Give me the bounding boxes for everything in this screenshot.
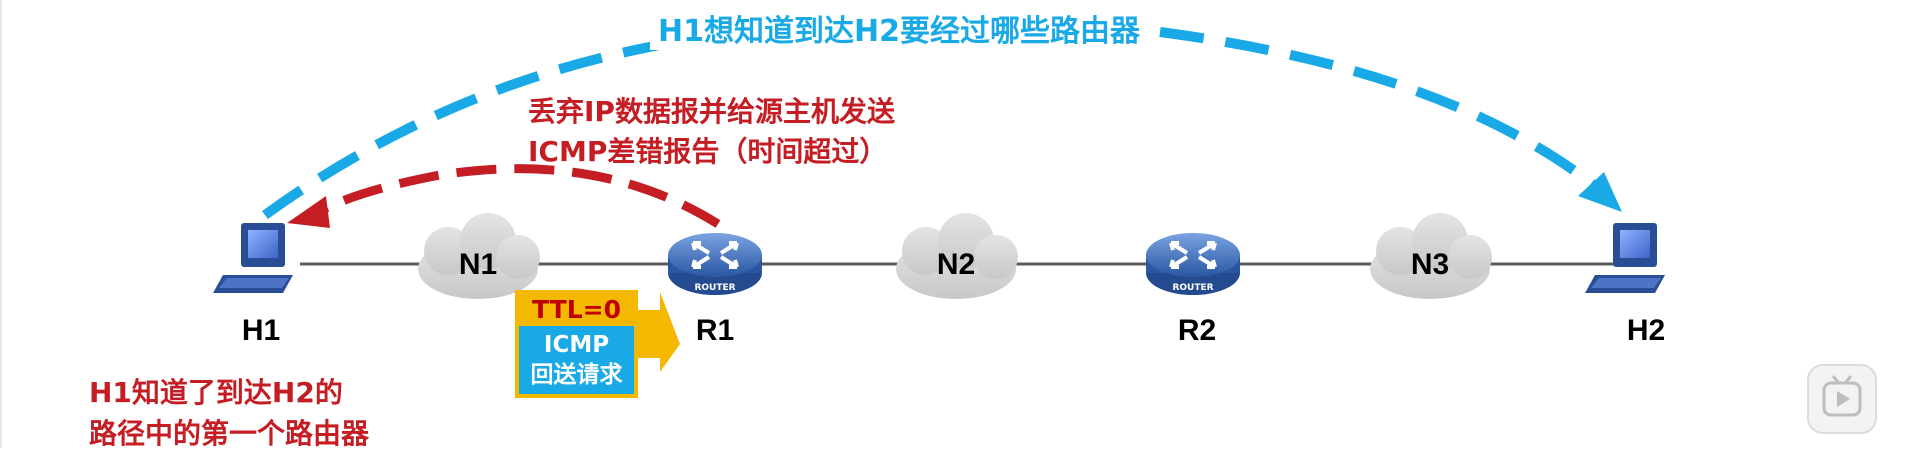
path-query-arc-right <box>1159 27 1604 194</box>
play-button[interactable] <box>1807 364 1877 434</box>
network-cloud-n3 <box>1370 213 1492 299</box>
router-r2-badge: ROUTER <box>1172 283 1213 293</box>
conclusion-note-line2: 路径中的第一个路由器 <box>89 417 370 450</box>
left-edge-line <box>0 0 2 448</box>
router-icon-r1: ROUTER <box>668 233 762 295</box>
network-cloud-n2 <box>896 213 1018 299</box>
diagram-title: H1想知道到达H2要经过哪些路由器 <box>650 6 1148 50</box>
error-report-note: 丢弃IP数据报并给源主机发送 ICMP差错报告（时间超过） <box>528 92 895 172</box>
error-report-arrowhead <box>287 196 330 228</box>
error-report-arc <box>315 164 721 228</box>
conclusion-note-line1: H1知道了到达H2的 <box>89 376 343 409</box>
host-label-h1: H1 <box>242 314 280 347</box>
host-label-h2: H2 <box>1627 314 1665 347</box>
conclusion-note: H1知道了到达H2的 路径中的第一个路由器 <box>89 372 369 454</box>
router-r1-badge: ROUTER <box>694 283 735 293</box>
host-computer-icon-h1 <box>213 223 293 293</box>
packet-ttl-badge: TTL=0 <box>515 290 638 326</box>
network-cloud-n1 <box>418 213 540 299</box>
router-icon-r2: ROUTER <box>1146 233 1240 295</box>
error-report-note-line1: 丢弃IP数据报并给源主机发送 <box>528 95 895 128</box>
router-label-r1: R1 <box>696 314 734 347</box>
packet-icmp-line1: ICMP <box>543 332 610 358</box>
packet-icmp-line2: 回送请求 <box>530 362 623 388</box>
network-label-n1: N1 <box>459 248 497 281</box>
network-label-n3: N3 <box>1411 248 1449 281</box>
host-computer-icon-h2 <box>1585 223 1665 293</box>
error-report-note-line2: ICMP差错报告（时间超过） <box>528 135 888 168</box>
path-query-arrowhead <box>1578 172 1622 212</box>
play-icon <box>1822 375 1862 417</box>
packet-direction-arrow <box>638 292 680 372</box>
packet-icmp-box: ICMP 回送请求 <box>515 326 638 398</box>
router-label-r2: R2 <box>1178 314 1216 347</box>
network-label-n2: N2 <box>937 248 975 281</box>
